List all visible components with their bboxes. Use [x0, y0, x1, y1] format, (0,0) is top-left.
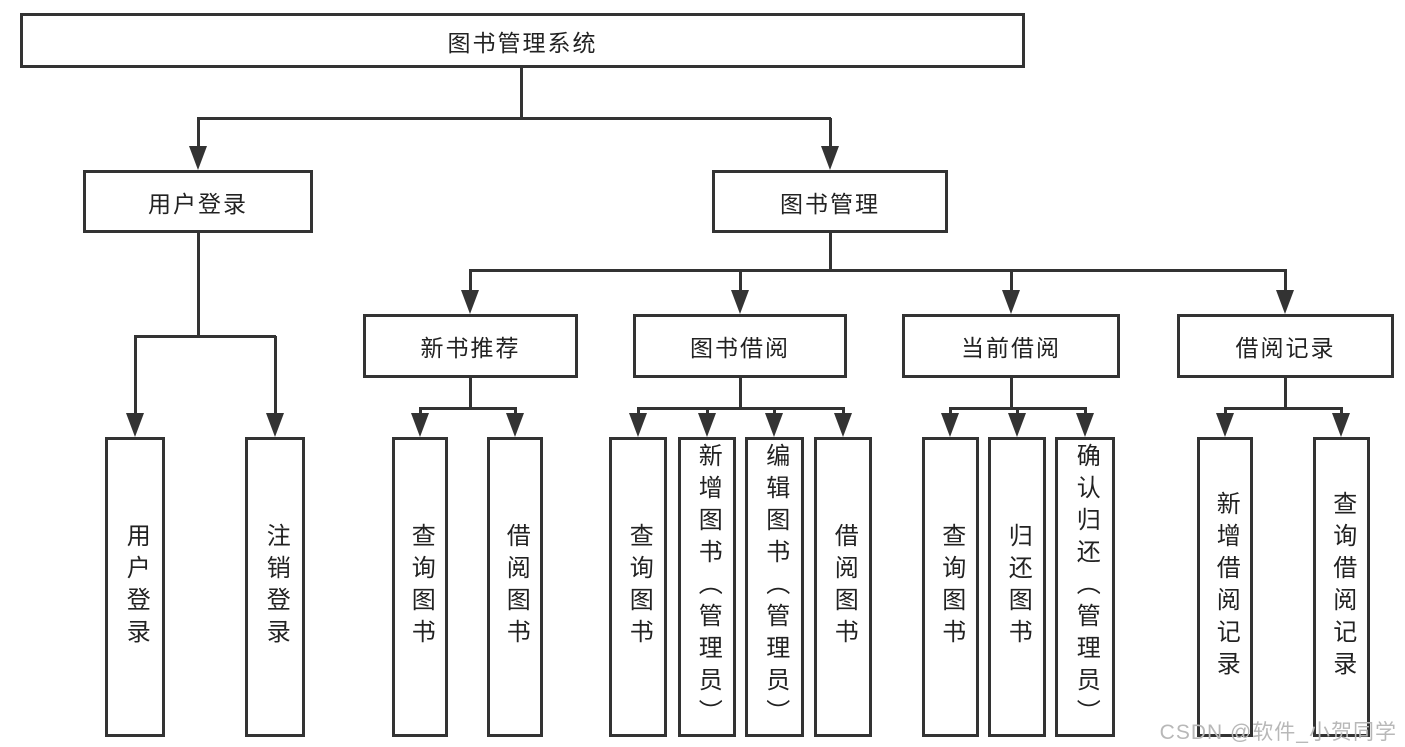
csdn-watermark: CSDN @软件_小贺同学 [1159, 721, 1397, 744]
arrow-down-icon [189, 118, 207, 170]
leaf-return-book-label: 归还图书 [1004, 523, 1032, 651]
connector-userlogin-branch [134, 335, 276, 338]
connector-root-branch [197, 117, 831, 120]
arrow-down-icon [834, 408, 852, 437]
leaf-confirm-return-admin: 确认归还（管理员） [1055, 437, 1115, 737]
leaf-query-book-borrow-label: 查询图书 [625, 523, 653, 651]
leaf-edit-book-admin-label: 编辑图书（管理员） [761, 443, 789, 731]
connector-borrowrecord-branch [1224, 407, 1343, 410]
leaf-logout-login-label: 注销登录 [262, 523, 290, 651]
connector-userlogin-stem [197, 233, 200, 336]
leaf-query-book-current: 查询图书 [922, 437, 979, 737]
arrow-down-icon [765, 408, 783, 437]
node-user-login-label: 用户登录 [148, 190, 248, 217]
leaf-return-book: 归还图书 [988, 437, 1046, 737]
connector-bookborrow-branch [637, 407, 845, 410]
arrow-down-icon [1002, 270, 1020, 314]
arrow-down-icon [731, 270, 749, 314]
leaf-borrow-book: 借阅图书 [814, 437, 872, 737]
arrow-down-icon [126, 336, 144, 437]
leaf-query-book-current-label: 查询图书 [937, 523, 965, 651]
node-book-borrow-label: 图书借阅 [690, 335, 790, 361]
leaf-add-book-admin: 新增图书（管理员） [678, 437, 736, 737]
leaf-logout-login: 注销登录 [245, 437, 305, 737]
connector-borrowrecord-stem [1284, 378, 1287, 408]
leaf-add-borrow-record: 新增借阅记录 [1197, 437, 1253, 737]
arrow-down-icon [1076, 408, 1094, 437]
arrow-down-icon [411, 408, 429, 437]
leaf-query-book-recommend: 查询图书 [392, 437, 448, 737]
arrow-down-icon [1008, 408, 1026, 437]
connector-newbook-stem [469, 378, 472, 408]
node-new-book-recommend-label: 新书推荐 [420, 335, 521, 361]
leaf-borrow-book-recommend-label: 借阅图书 [502, 523, 530, 651]
arrow-down-icon [941, 408, 959, 437]
node-new-book-recommend: 新书推荐 [363, 314, 578, 378]
node-book-management: 图书管理 [712, 170, 948, 233]
leaf-user-login-label: 用户登录 [122, 523, 150, 651]
connector-bookmgmt-stem [829, 233, 832, 270]
leaf-borrow-book-label: 借阅图书 [830, 523, 858, 651]
leaf-query-borrow-record: 查询借阅记录 [1313, 437, 1370, 737]
arrow-down-icon [821, 118, 839, 170]
arrow-down-icon [1276, 270, 1294, 314]
leaf-query-borrow-record-label: 查询借阅记录 [1328, 491, 1356, 683]
arrow-down-icon [461, 270, 479, 314]
leaf-query-book-recommend-label: 查询图书 [407, 523, 435, 651]
leaf-add-book-admin-label: 新增图书（管理员） [694, 443, 722, 731]
node-borrow-record: 借阅记录 [1177, 314, 1394, 378]
arrow-down-icon [1216, 408, 1234, 437]
node-borrow-record-label: 借阅记录 [1235, 335, 1336, 361]
leaf-add-borrow-record-label: 新增借阅记录 [1212, 491, 1240, 683]
leaf-confirm-return-admin-label: 确认归还（管理员） [1072, 443, 1100, 731]
arrow-down-icon [629, 408, 647, 437]
node-book-borrow: 图书借阅 [633, 314, 847, 378]
node-root: 图书管理系统 [20, 13, 1025, 68]
leaf-query-book-borrow: 查询图书 [609, 437, 667, 737]
leaf-borrow-book-recommend: 借阅图书 [487, 437, 543, 737]
node-user-login: 用户登录 [83, 170, 313, 233]
leaf-edit-book-admin: 编辑图书（管理员） [745, 437, 804, 737]
node-root-label: 图书管理系统 [447, 29, 598, 56]
node-current-borrow: 当前借阅 [902, 314, 1120, 378]
connector-bookmgmt-branch [469, 269, 1287, 272]
arrow-down-icon [1332, 408, 1350, 437]
connector-bookborrow-stem [739, 378, 742, 408]
node-book-management-label: 图书管理 [780, 190, 880, 217]
arrow-down-icon [266, 336, 284, 437]
connector-root-stem [520, 68, 523, 118]
arrow-down-icon [506, 408, 524, 437]
node-current-borrow-label: 当前借阅 [961, 335, 1061, 361]
connector-newbook-branch [419, 407, 517, 410]
connector-currentborrow-stem [1010, 378, 1013, 408]
arrow-down-icon [698, 408, 716, 437]
leaf-user-login: 用户登录 [105, 437, 165, 737]
